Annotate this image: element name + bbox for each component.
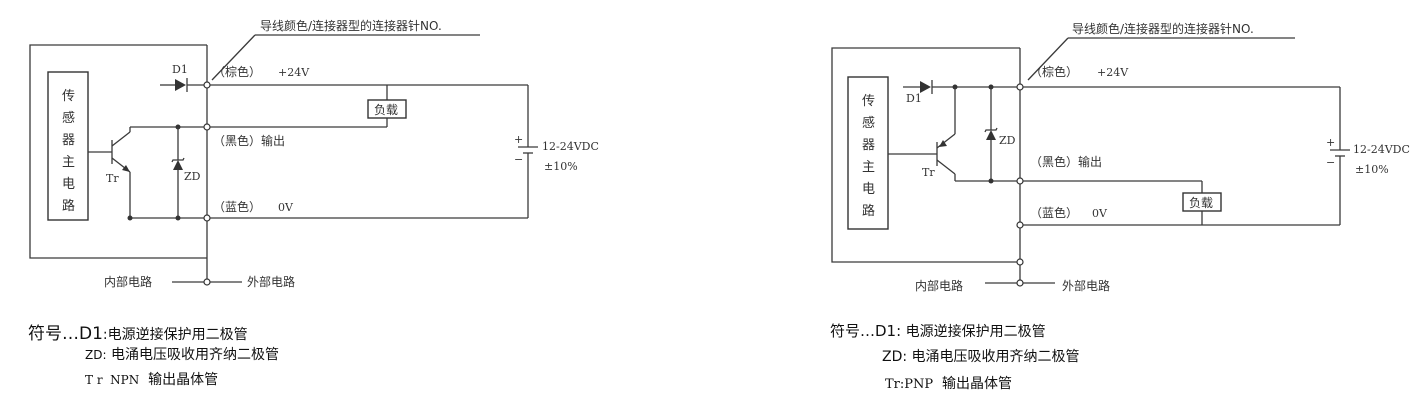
legend-line-tr: T r NPN 输出晶体管 <box>85 369 218 389</box>
tr-label: Tr <box>922 166 935 179</box>
legend-d1-prefix: 符号…D1: <box>830 322 902 340</box>
legend-line-zd: ZD: 电涌电压吸收用齐纳二极管 <box>882 346 1080 366</box>
wire-color-header: 导线颜色/连接器型的连接器针NO. <box>1072 21 1254 36</box>
zd-zener-icon <box>986 130 996 140</box>
legend-zd-text: 电涌电压吸收用齐纳二极管 <box>106 347 279 363</box>
inner-circuit-frame <box>29 44 207 259</box>
sensor-char-6: 路 <box>62 198 75 214</box>
legend-line-zd: ZD: 电涌电压吸收用齐纳二极管 <box>85 344 279 364</box>
header-leader <box>1027 37 1069 81</box>
plus24-terminal <box>203 81 211 89</box>
legend-line-d1: 符号…D1:电源逆接保护用二极管 <box>28 319 248 344</box>
d1-diode-icon <box>175 79 186 91</box>
d1-diode-icon <box>920 81 931 93</box>
emitter-node <box>127 215 133 221</box>
sensor-char-4: 主 <box>62 155 75 170</box>
blue-label: （蓝色） <box>213 200 261 214</box>
legend-zd-text: 电涌电压吸收用齐纳二极管 <box>907 349 1080 365</box>
zd-label: ZD <box>999 134 1016 147</box>
sensor-char-1: 传 <box>62 89 75 104</box>
brown-label: （棕色） <box>1030 64 1078 79</box>
zd-bar <box>984 127 998 133</box>
load-label: 负载 <box>1189 196 1213 210</box>
outer-circuit-label: 外部电路 <box>247 274 295 289</box>
zd-bar <box>171 157 185 163</box>
legend-d1-text: 电源逆接保护用二极管 <box>901 324 1046 340</box>
collector-node <box>988 178 994 184</box>
zero-v-label: 0V <box>278 201 294 214</box>
tr-collector <box>111 131 131 147</box>
tr-emitter-arrow-icon <box>939 140 947 147</box>
plus24-terminal <box>1016 83 1024 91</box>
sensor-char-3: 器 <box>862 138 875 153</box>
zero-v-terminal <box>1016 221 1024 229</box>
output-terminal <box>1016 177 1024 185</box>
supply-minus: − <box>1326 156 1335 169</box>
legend-tr-text: 输出晶体管 <box>933 376 1013 392</box>
frame-terminal <box>1016 258 1024 266</box>
supply-plus: + <box>514 133 523 146</box>
output-terminal <box>203 123 211 131</box>
legend-line-tr: Tr:PNP 输出晶体管 <box>885 373 1012 393</box>
sensor-char-4: 主 <box>862 160 875 175</box>
sensor-char-5: 电 <box>862 182 875 197</box>
supply-minus: − <box>514 153 523 166</box>
sensor-char-2: 感 <box>862 115 875 131</box>
inner-circuit-frame <box>831 47 1020 263</box>
zd-label: ZD <box>184 170 201 183</box>
black-output-label: （黑色）输出 <box>1030 154 1102 169</box>
header-leader <box>211 34 256 81</box>
plus24-label: +24V <box>278 66 310 79</box>
plus24-label: +24V <box>1097 66 1129 79</box>
sensor-main-circuit-box <box>847 76 889 230</box>
boundary-terminal <box>1016 279 1024 287</box>
legend-d1-text: :电源逆接保护用二极管 <box>102 327 248 343</box>
zd-zener-icon <box>173 160 183 170</box>
tr-label: Tr <box>106 172 119 185</box>
zero-v-terminal <box>203 214 211 222</box>
blue-label: （蓝色） <box>1030 206 1078 220</box>
zd-node <box>175 215 181 221</box>
legend-zd-prefix: ZD: <box>85 348 107 362</box>
sensor-char-3: 器 <box>62 133 75 148</box>
legend-zd-prefix: ZD: <box>882 349 908 365</box>
legend-tr-text: 输出晶体管 <box>139 372 219 388</box>
supply-voltage: 12-24VDC <box>1353 143 1410 156</box>
outer-circuit-label: 外部电路 <box>1062 278 1110 293</box>
legend-line-d1: 符号…D1: 电源逆接保护用二极管 <box>830 320 1046 341</box>
supply-tolerance: ±10% <box>1355 163 1389 176</box>
tr-emitter-arrow-icon <box>122 165 130 172</box>
sensor-main-circuit-box <box>47 71 89 221</box>
sensor-char-1: 传 <box>862 94 875 109</box>
black-output-label: （黑色）输出 <box>213 133 285 148</box>
npn-circuit-diagram: 导线颜色/连接器型的连接器针NO. 传 感 器 主 电 路 D1 （棕色） +2… <box>29 18 599 289</box>
inner-circuit-label: 内部电路 <box>104 274 152 289</box>
legend-tr-prefix: Tr:PNP <box>885 377 934 392</box>
sensor-char-2: 感 <box>62 110 75 126</box>
zero-v-label: 0V <box>1092 207 1108 220</box>
wire-color-header: 导线颜色/连接器型的连接器针NO. <box>260 18 442 33</box>
inner-circuit-label: 内部电路 <box>915 278 963 293</box>
sensor-char-5: 电 <box>62 177 75 192</box>
boundary-terminal <box>203 278 211 286</box>
d1-label: D1 <box>172 63 188 76</box>
brown-label: （棕色） <box>213 64 261 79</box>
tr-collector <box>936 159 956 175</box>
load-label: 负载 <box>374 103 398 117</box>
legend-d1-prefix: 符号…D1 <box>28 324 103 344</box>
supply-plus: + <box>1326 136 1335 149</box>
pnp-circuit-diagram: 导线颜色/连接器型的连接器针NO. 传 感 器 主 电 路 D1 （棕色） +2… <box>831 21 1410 293</box>
legend-tr-prefix: T r NPN <box>85 373 140 387</box>
supply-tolerance: ±10% <box>544 160 578 173</box>
d1-label: D1 <box>906 92 922 105</box>
supply-voltage: 12-24VDC <box>542 140 599 153</box>
sensor-char-6: 路 <box>862 203 875 219</box>
